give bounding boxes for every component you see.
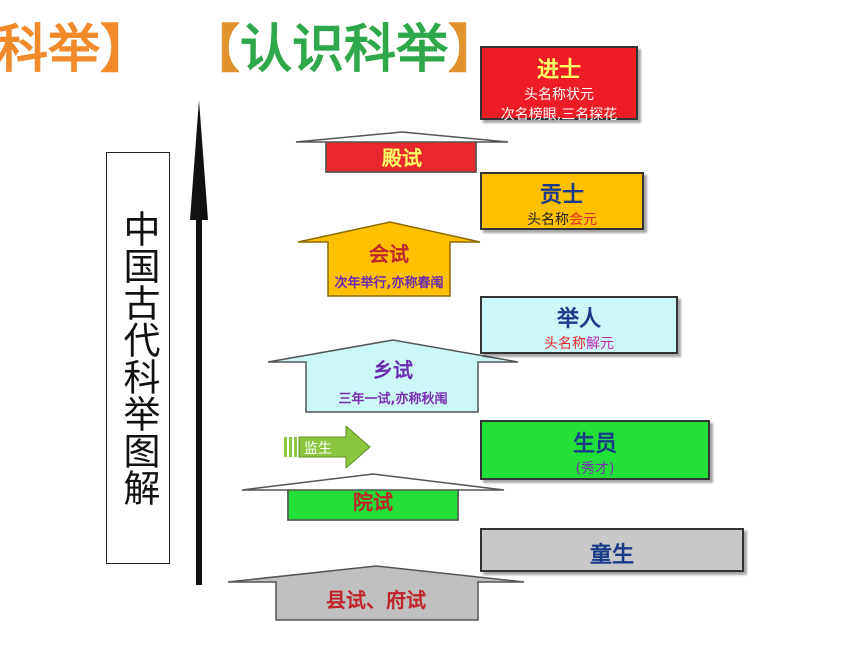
stage-label: 县试、府试 xyxy=(326,588,426,612)
rank-desc: (秀才) xyxy=(575,461,615,477)
stage-note: 三年一试,亦称秋闱 xyxy=(338,392,448,407)
stage-dianshi: 殿试 xyxy=(295,131,509,174)
rank-desc-highlight: 解元 xyxy=(586,336,614,352)
ascending-arrow-icon xyxy=(190,100,208,585)
rank-desc: 头名称 xyxy=(544,336,586,352)
rank-desc: 头名称 xyxy=(527,212,569,228)
rank-desc: 头名称状元 xyxy=(524,87,594,103)
rank-gongshi: 贡士 头名称会元 xyxy=(480,172,644,230)
jiansheng-label: 监生 xyxy=(304,441,332,457)
jiansheng-arrow: 监生 xyxy=(284,426,372,468)
rank-tongsheng: 童生 xyxy=(480,528,744,572)
rank-name: 生员 xyxy=(572,432,617,457)
title-main: 认识科举 xyxy=(240,20,449,80)
rank-jinshi: 进士 头名称状元 次名榜眼,三名探花 xyxy=(480,46,638,123)
stage-label: 院试 xyxy=(353,490,393,514)
rank-name: 童生 xyxy=(589,543,634,568)
rank-desc-highlight: 会元 xyxy=(569,212,597,228)
title-bracket-open: 【 xyxy=(188,20,241,80)
stage-note: 次年举行,亦称春闱 xyxy=(334,276,444,291)
stage-huishi: 会试 次年举行,亦称春闱 xyxy=(297,221,481,298)
stage-label: 会试 xyxy=(369,242,409,266)
rank-name: 贡士 xyxy=(539,183,584,208)
rank-desc: 次名榜眼,三名探花 xyxy=(500,107,618,123)
stage-label: 乡试 xyxy=(373,358,413,382)
stage-xianshi: 县试、府试 xyxy=(227,565,525,622)
rank-shengyuan: 生员 (秀才) xyxy=(480,420,710,480)
rank-juren: 举人 头名称解元 xyxy=(480,296,678,354)
vertical-label-box: 中国古代科举图解 xyxy=(106,152,170,564)
page-title: 【认识科举】 xyxy=(188,20,500,80)
vertical-label: 中国古代科举图解 xyxy=(117,210,160,506)
rank-name: 进士 xyxy=(536,58,581,83)
title-fragment: 科举】 xyxy=(0,20,153,80)
rank-name: 举人 xyxy=(556,307,601,332)
stage-label: 殿试 xyxy=(382,146,422,170)
stage-xiangshi: 乡试 三年一试,亦称秋闱 xyxy=(267,339,519,414)
stage-yuanshi: 院试 xyxy=(241,473,505,522)
